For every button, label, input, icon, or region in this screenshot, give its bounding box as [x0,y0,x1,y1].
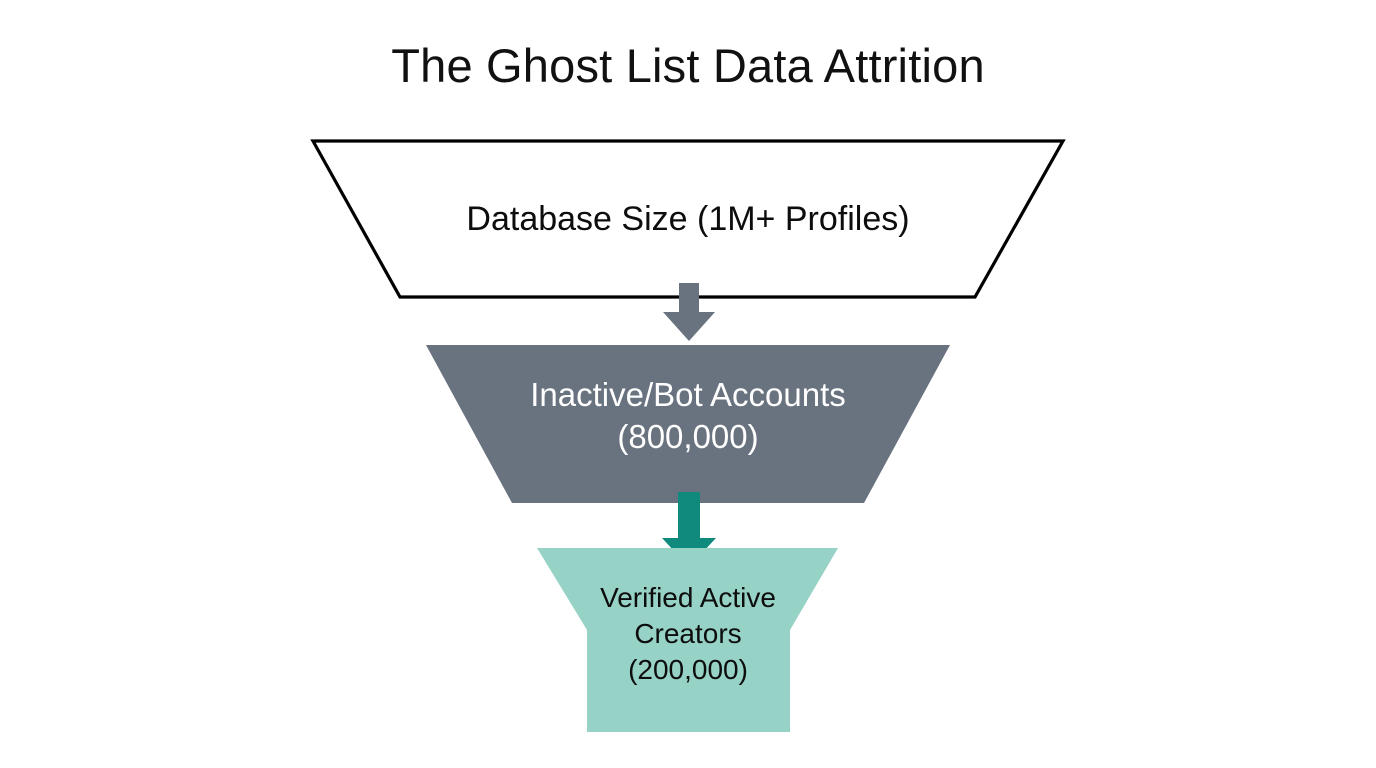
funnel-stage-1-shape[interactable] [310,139,1066,299]
connector-1-arrow [663,283,715,341]
down-arrow-icon [663,283,715,341]
funnel-stage-3-shape[interactable] [537,548,838,732]
page-title: The Ghost List Data Attrition [391,39,985,92]
funnel-stage-2-shape[interactable] [426,345,950,503]
